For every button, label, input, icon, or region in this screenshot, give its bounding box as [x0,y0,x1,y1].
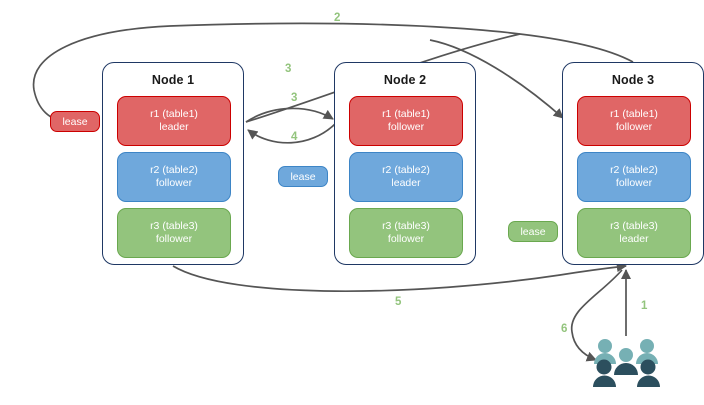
replica-role: follower [615,121,653,133]
replica-node2-r3: r3 (table3)follower [349,208,463,258]
node-title: Node 3 [611,73,655,87]
label-6: 6 [561,323,568,335]
replica-name: r1 (table1) [150,108,198,120]
replica-node1-r3: r3 (table3)follower [117,208,231,258]
replica-node1-r2: r2 (table2)follower [117,152,231,202]
replica-node3-r3: r3 (table3)leader [577,208,691,258]
lease-blue: lease [278,166,328,187]
lease-red: lease [50,111,100,132]
node-title: Node 1 [151,73,195,87]
replica-name: r1 (table1) [610,108,658,120]
label-5: 5 [395,296,402,308]
lease-green: lease [508,221,558,242]
replica-node2-r1: r1 (table1)follower [349,96,463,146]
label-2: 2 [334,12,341,24]
replica-name: r3 (table3) [150,220,198,232]
replica-name: r3 (table3) [382,220,430,232]
replica-role: follower [387,233,425,245]
replica-node3-r2: r2 (table2)follower [577,152,691,202]
replica-node3-r1: r1 (table1)follower [577,96,691,146]
replica-role: leader [391,177,421,189]
edge-3-lower-path [245,107,334,123]
replica-role: follower [155,177,193,189]
replica-name: r2 (table2) [610,164,658,176]
label-1: 1 [641,300,648,312]
edge-5-path [172,261,628,292]
users-group-icon [593,339,660,387]
replica-name: r3 (table3) [610,220,658,232]
replica-name: r1 (table1) [382,108,430,120]
replica-node2-r2: r2 (table2)leader [349,152,463,202]
replica-role: follower [615,177,653,189]
replica-role: follower [155,233,193,245]
label-3-lower: 3 [291,92,298,104]
label-3-upper: 3 [285,63,292,75]
node-title: Node 2 [383,73,427,87]
replica-name: r2 (table2) [150,164,198,176]
replica-role: leader [159,121,189,133]
replica-role: leader [619,233,649,245]
replica-name: r2 (table2) [382,164,430,176]
label-4: 4 [291,131,298,143]
replica-role: follower [387,121,425,133]
replica-node1-r1: r1 (table1)leader [117,96,231,146]
